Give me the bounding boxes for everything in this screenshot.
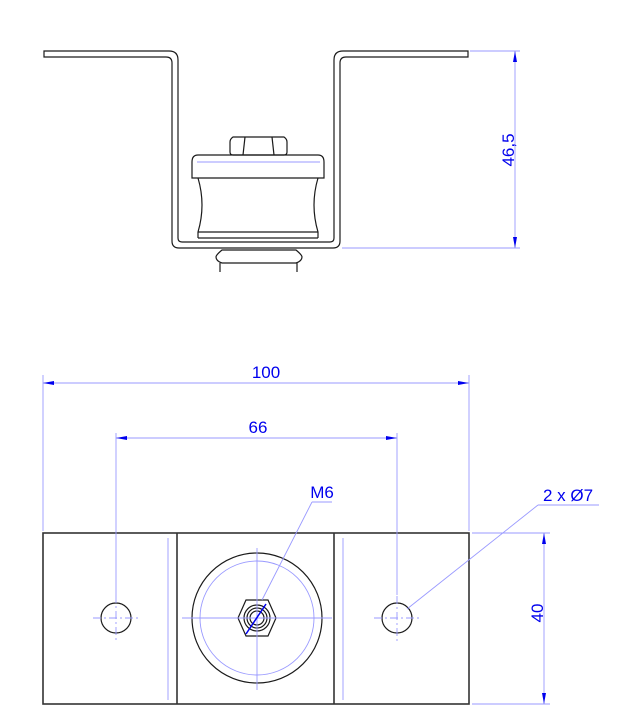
side-view: 46,5 <box>43 50 520 272</box>
hex-nut-side <box>229 136 288 156</box>
height-label: 46,5 <box>499 133 518 166</box>
hole-spacing-label: 66 <box>249 418 268 437</box>
rubber-body <box>197 177 319 238</box>
overall-length-label: 100 <box>252 363 280 382</box>
left-mounting-hole <box>93 595 140 641</box>
height-dimension: 46,5 <box>342 50 520 249</box>
top-view: M6 2 x Ø7 100 66 <box>42 363 599 705</box>
holes-label: 2 x Ø7 <box>543 486 593 505</box>
thread-label: M6 <box>310 483 334 502</box>
thread-callout: M6 <box>261 483 334 601</box>
base-plate <box>42 532 470 705</box>
overall-length-dimension: 100 <box>42 363 470 531</box>
bottom-stud <box>215 249 303 272</box>
width-dimension: 40 <box>472 532 550 705</box>
hole-spacing-dimension: 66 <box>115 418 398 595</box>
center-mount <box>182 548 332 690</box>
width-label: 40 <box>528 604 547 623</box>
u-bracket <box>43 50 469 249</box>
hole-callout: 2 x Ø7 <box>406 486 599 610</box>
right-mounting-hole <box>374 596 420 641</box>
mount-cap <box>191 154 325 179</box>
